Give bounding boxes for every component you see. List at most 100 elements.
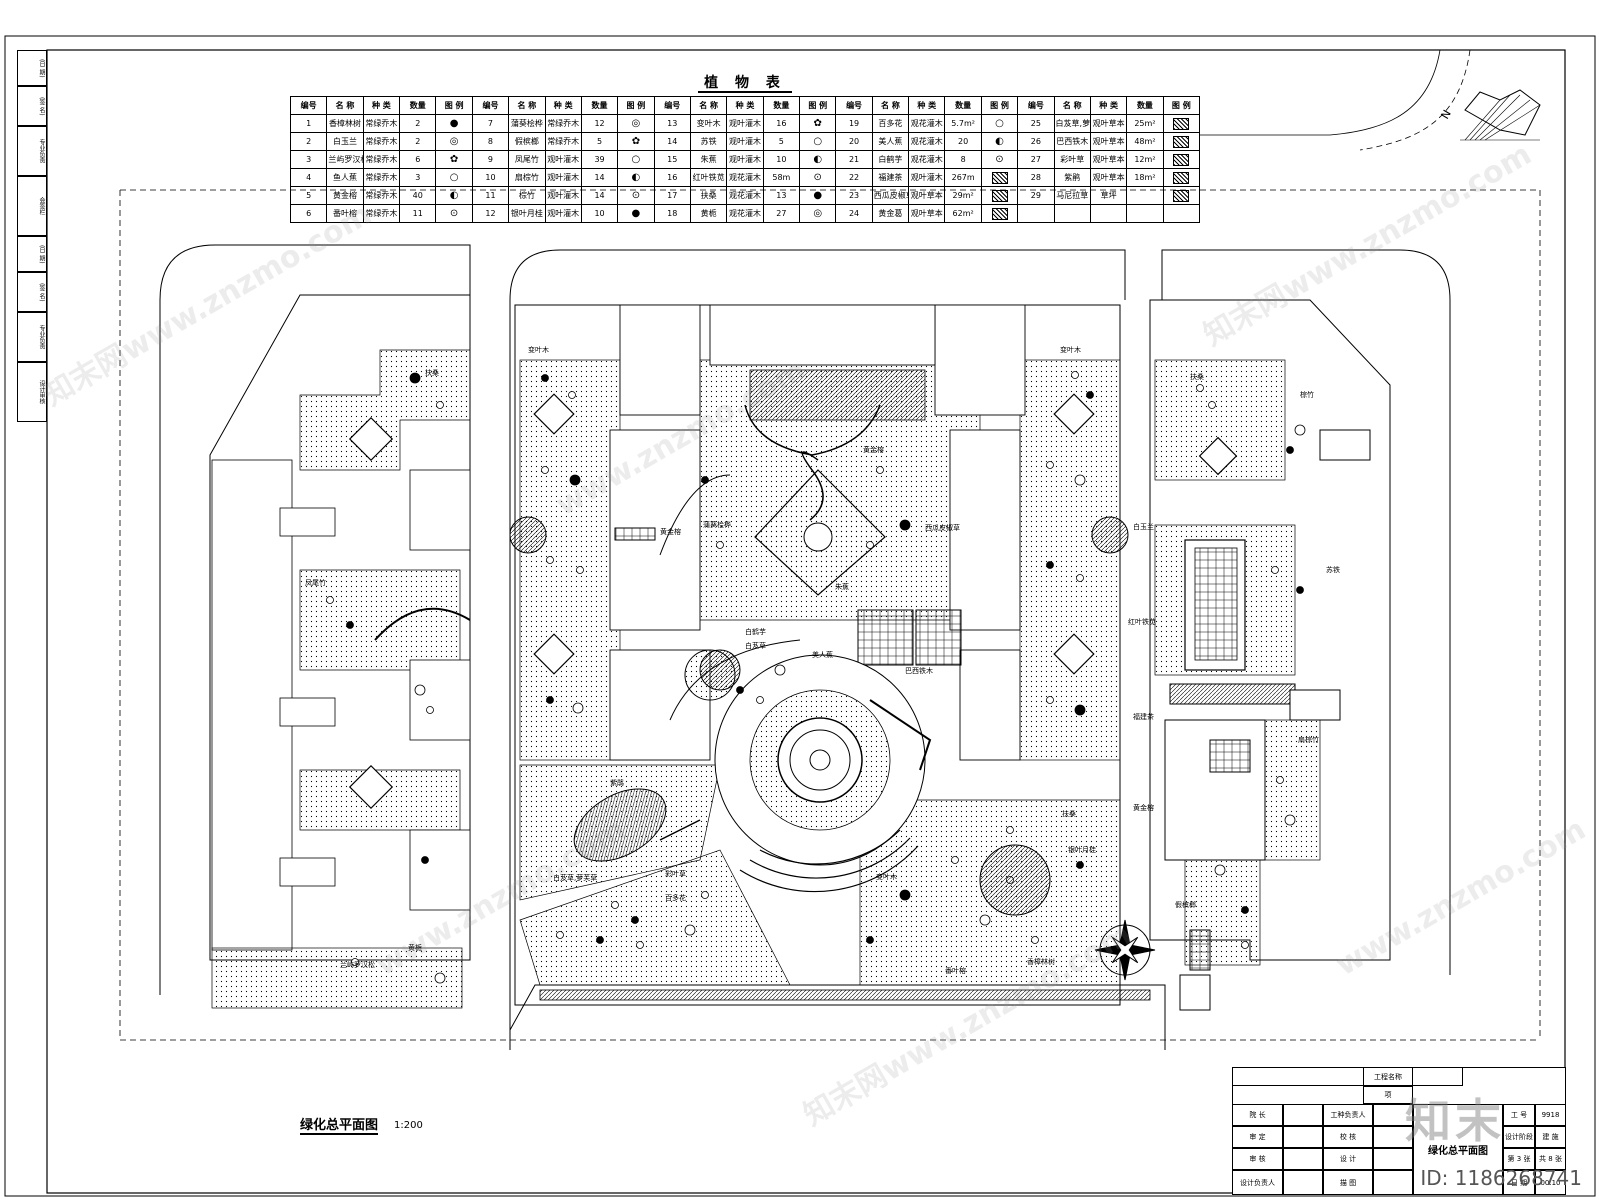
table-cell: 19 <box>835 114 873 133</box>
plant-symbol-icon: ◐ <box>995 135 1004 147</box>
tree-symbol-icon <box>1076 574 1084 582</box>
plant-symbol-icon <box>991 171 1008 184</box>
side-cell: (签 名) <box>17 86 47 126</box>
tb-role: 设 计 <box>1323 1148 1373 1170</box>
tree-symbol-icon <box>421 856 429 864</box>
table-cell: 21 <box>835 150 873 169</box>
brand-logo: 知末 <box>1405 1094 1505 1148</box>
table-cell: 15 <box>653 150 691 169</box>
tree-symbol-icon <box>541 374 549 382</box>
tb-role: 审 定 <box>1233 1126 1283 1148</box>
table-cell: 23 <box>835 186 873 205</box>
table-cell: 白鹤芋 <box>871 150 910 169</box>
tb-meta-label: 设计阶段 <box>1503 1126 1535 1148</box>
table-cell: 28 <box>1017 168 1055 187</box>
table-cell: 2 <box>289 132 328 151</box>
table-cell: 2 <box>399 132 437 151</box>
plan-label: 兰屿罗汉松 <box>340 961 375 969</box>
table-cell: 26 <box>1017 132 1055 151</box>
plant-symbol-icon <box>1173 171 1190 184</box>
plant-symbol-icon: ✿ <box>631 135 641 147</box>
table-cell: 鱼人蕉 <box>326 168 364 187</box>
col-header: 数量 <box>944 96 982 115</box>
legend-title: 植 物 表 <box>290 72 1200 93</box>
tree-symbol-icon <box>684 924 696 936</box>
plant-symbol-icon <box>1173 117 1190 130</box>
plan-label: 变叶木 <box>1060 346 1081 354</box>
side-signature-strip: (日 期) (签 名) 专业负责 会签栏 (日 期) (签 名) 专业负责 设计… <box>17 40 47 1190</box>
tb-meta-value: 共 8 张 <box>1535 1148 1565 1170</box>
tb-role: 设计负责人 <box>1233 1170 1283 1194</box>
table-cell: 9 <box>471 150 510 169</box>
tree-symbol-icon <box>716 541 724 549</box>
tb-meta-value: 9918 <box>1535 1104 1565 1126</box>
table-cell: 11 <box>471 186 510 205</box>
legend-symbol-icon <box>1162 114 1201 133</box>
table-cell: 2 <box>399 114 437 133</box>
plan-label: 黄金榕 <box>1133 804 1154 812</box>
table-header-row: 编号名 称种 类数量图 例 编号名 称种 类数量图 例 编号名 称种 类数量图 … <box>289 96 1201 115</box>
table-cell: 5.7m² <box>944 114 982 133</box>
table-cell: 27 <box>1017 150 1055 169</box>
legend-symbol-icon: ● <box>799 186 837 205</box>
table-cell: 蒲葵桧桦 <box>508 114 546 133</box>
legend-symbol-icon: ◎ <box>617 114 655 133</box>
table-cell: 25m² <box>1126 114 1164 133</box>
plant-legend: 植 物 表 编号名 称种 类数量图 例 编号名 称种 类数量图 例 编号名 称种… <box>289 72 1201 223</box>
table-cell: 观叶灌木 <box>544 150 582 169</box>
table-cell: 福建茶 <box>871 168 910 187</box>
plan-label: 香樟林树 <box>1027 958 1055 966</box>
col-header: 种 类 <box>908 96 946 115</box>
plant-symbol-icon: ◐ <box>449 189 459 201</box>
table-cell: 兰屿罗汉松 <box>326 150 364 169</box>
table-cell: 常绿乔木 <box>362 168 401 187</box>
tree-symbol-icon <box>899 519 911 531</box>
plan-label: 番叶榕 <box>945 967 966 975</box>
col-header: 图 例 <box>980 96 1019 115</box>
tree-symbol-icon <box>866 541 874 549</box>
legend-symbol-icon: ⊙ <box>799 168 837 187</box>
plant-symbol-icon: ● <box>813 189 823 201</box>
table-cell: 3 <box>289 150 328 169</box>
plan-label: 变叶木 <box>528 346 549 354</box>
table-cell: 美人蕉 <box>871 132 910 151</box>
side-cell: 设计审核 <box>17 362 47 422</box>
tb-role: 院 长 <box>1233 1104 1283 1126</box>
table-cell: 16 <box>653 168 691 187</box>
tree-symbol-icon <box>756 696 764 704</box>
plan-label: 扶桑 <box>1190 373 1204 381</box>
table-cell: 4 <box>289 168 328 187</box>
plant-symbol-icon: ✿ <box>813 117 822 129</box>
table-cell: 10 <box>580 204 619 223</box>
table-cell: 10 <box>762 150 801 169</box>
plan-label: 扶桑 <box>425 369 439 377</box>
plan-label: 紫鹃 <box>610 779 624 787</box>
col-header: 数量 <box>1126 96 1164 115</box>
table-cell: 观叶灌木 <box>544 204 582 223</box>
legend-symbol-icon: ◐ <box>799 150 837 169</box>
table-cell: 6 <box>289 204 328 223</box>
table-cell: 黄金葛 <box>871 204 910 223</box>
tree-symbol-icon <box>1284 814 1296 826</box>
table-cell: 5 <box>580 132 619 151</box>
table-cell: 3 <box>399 168 437 187</box>
tree-symbol-icon <box>546 556 554 564</box>
plan-label: 巴西铁木 <box>905 667 933 675</box>
tree-symbol-icon <box>1241 941 1249 949</box>
table-cell: 40 <box>399 186 437 205</box>
north-arrow-icon <box>1460 89 1541 141</box>
legend-symbol-icon: ● <box>617 204 655 223</box>
tree-symbol-icon <box>1214 864 1226 876</box>
col-header: 数量 <box>762 96 801 115</box>
table-cell: 5 <box>289 186 328 205</box>
side-cell: (签 名) <box>17 272 47 312</box>
table-cell: 变叶木 <box>689 114 728 133</box>
table-cell: 10 <box>471 168 510 187</box>
table-cell: 18m² <box>1126 168 1164 187</box>
plant-symbol-icon: ⊙ <box>813 171 822 183</box>
tree-symbol-icon <box>1276 776 1284 784</box>
title-block: 工程名称 项 院 长 工种负责人 审 定 校 核 审 核 设 计 设计负责人 描… <box>1232 1067 1566 1195</box>
legend-symbol-icon: ✿ <box>617 132 655 151</box>
tree-symbol-icon <box>1271 566 1279 574</box>
